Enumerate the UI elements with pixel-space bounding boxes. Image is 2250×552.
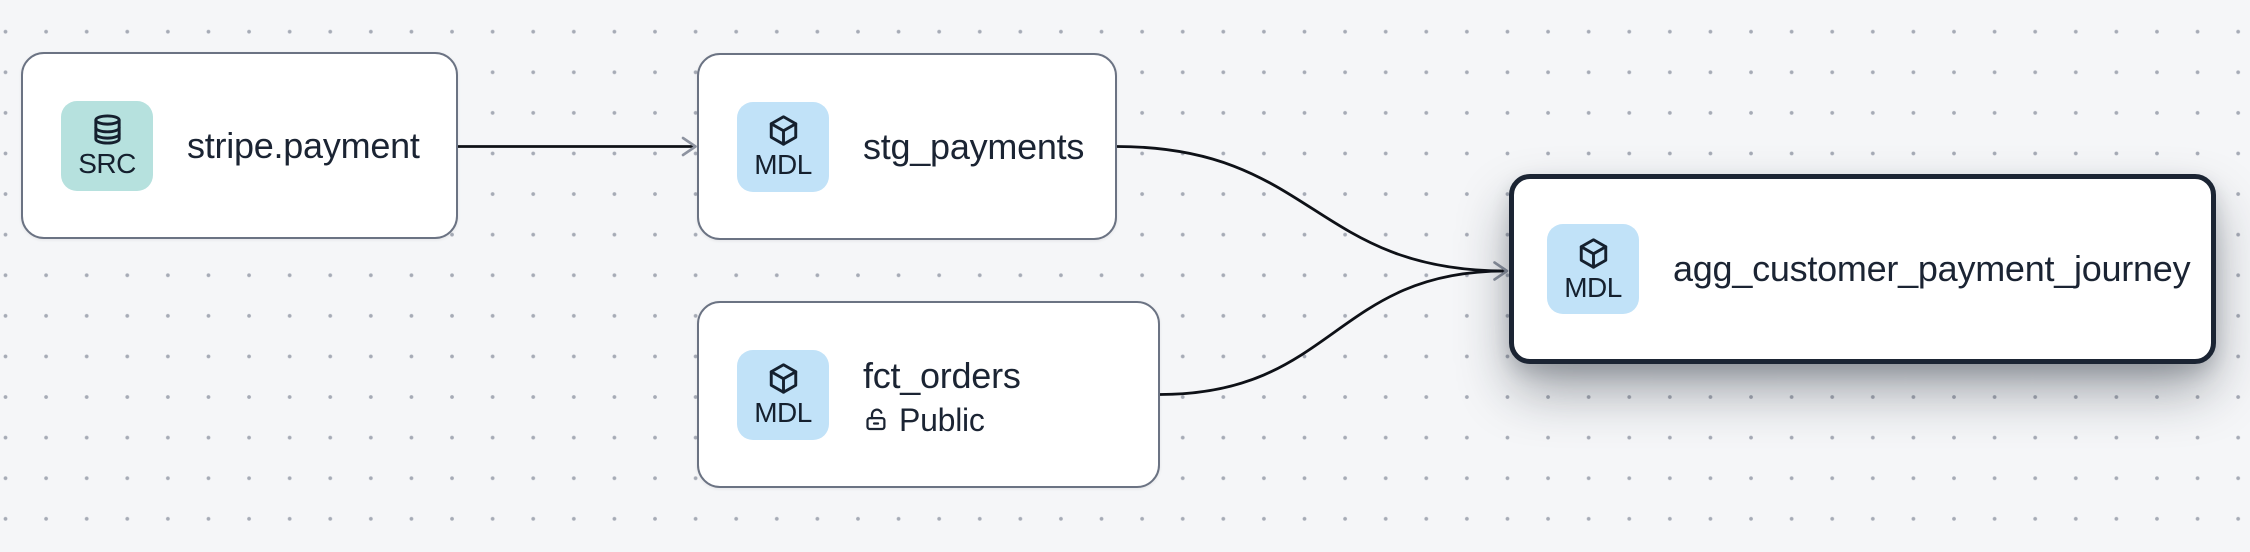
cube-icon [769,363,797,394]
badge-label: MDL [1564,271,1622,303]
access-label: Public [899,401,985,438]
node-title: fct_orders [863,354,1021,396]
node-title: stripe.payment [187,124,420,166]
node-fct-orders[interactable]: MDL fct_orders Public [697,301,1160,488]
node-stg-payments[interactable]: MDL stg_payments [697,53,1117,240]
edge-stg-payments-to-agg[interactable] [1116,145,1506,273]
lock-open-icon [866,408,886,431]
badge-label: MDL [754,397,812,428]
node-title: stg_payments [863,125,1085,167]
edge-fct-orders-to-agg[interactable] [1159,269,1506,396]
cube-icon [1579,237,1607,269]
node-stripe-payment[interactable]: SRC stripe.payment [21,52,458,239]
badge-label: SRC [78,148,136,179]
model-type-badge: MDL [737,101,829,192]
cube-icon [769,115,797,146]
badge-label: MDL [754,149,812,180]
access-row: Public [863,403,1021,437]
node-agg-customer-payment-journey[interactable]: MDL agg_customer_payment_journey [1509,174,2216,364]
database-icon [93,114,121,145]
model-type-badge: MDL [737,349,829,440]
source-type-badge: SRC [61,100,153,191]
model-type-badge: MDL [1547,224,1639,314]
node-title: agg_customer_payment_journey [1673,248,2191,289]
